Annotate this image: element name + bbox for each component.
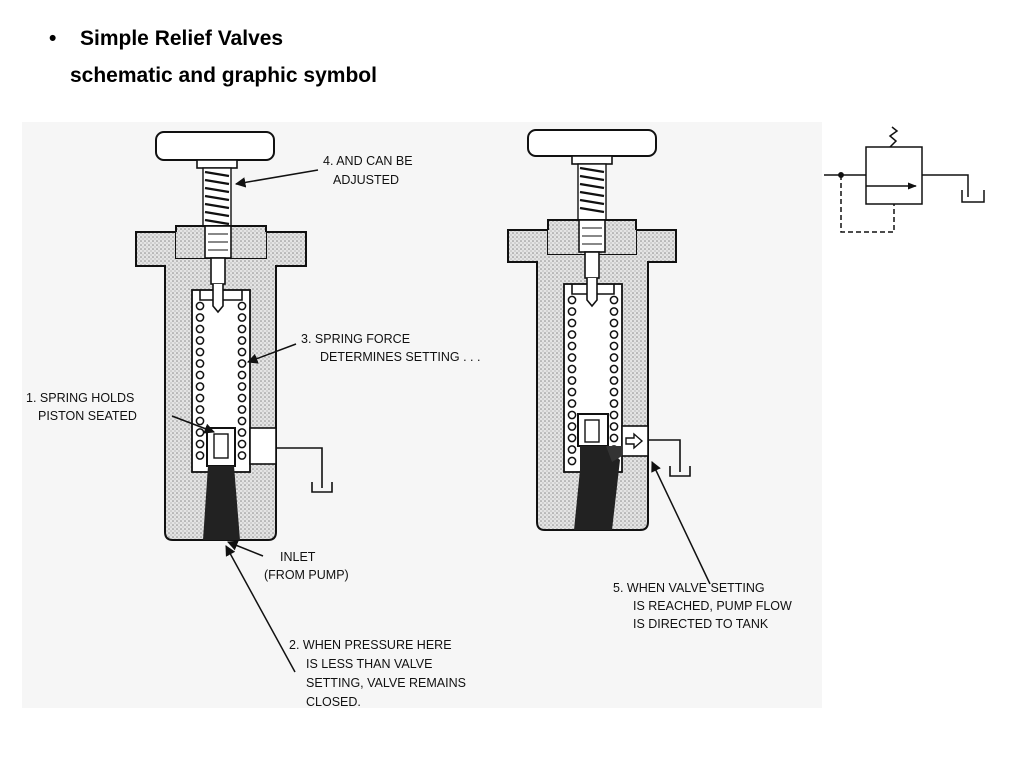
spring-coil [237,347,247,357]
label-inlet-line1: INLET [280,550,316,564]
spring-coil [567,307,577,316]
spring-coil [195,336,205,345]
label-2-line4: CLOSED. [306,695,361,709]
spring-coil [567,422,577,431]
callout-labels: 4. AND CAN BE ADJUSTED 3. SPRING FORCE D… [26,154,792,709]
spring-coil [609,341,619,351]
label-inlet-line2: (FROM PUMP) [264,568,349,582]
spring-coil [609,376,619,385]
label-2-line2: IS LESS THAN VALVE [306,657,432,671]
spring-coil [237,416,247,426]
spring-coil [609,307,619,316]
spring-coil [567,410,577,420]
label-2-line3: SETTING, VALVE REMAINS [306,676,466,690]
spring-coil [567,433,577,443]
spring-coil [195,451,205,460]
slide-subtitle: schematic and graphic symbol [70,64,377,87]
spring-coil [237,439,247,449]
spring-coil [195,359,205,368]
left-valve [135,131,333,541]
spring-coil [237,451,247,460]
spring-coil [609,399,619,408]
flow-arrow-icon [625,432,644,450]
spring-coil [195,405,205,414]
spring-coil [567,399,577,408]
right-valve-knob [527,129,657,157]
label-3-line2: DETERMINES SETTING . . . [320,350,480,364]
spring-coil [237,370,247,380]
left-tank-symbol [311,482,333,493]
spring-coil [237,428,247,437]
leader-lines [171,169,711,673]
spring-coil [567,295,577,305]
label-4-line1: 4. AND CAN BE [323,154,413,168]
label-1-line1: 1. SPRING HOLDS [26,391,134,405]
spring-coil [237,324,247,334]
spring-coil [609,353,619,362]
spring-coil [195,313,205,322]
spring-coil [195,347,205,357]
spring-coil [195,370,205,380]
spring-coil [237,382,247,391]
spring-coil [237,359,247,368]
spring-coil [609,330,619,339]
spring-coil [237,301,247,311]
spring-coil [195,301,205,311]
right-valve-flow-passage [574,446,620,530]
left-valve-knob [155,131,275,161]
spring-coil [195,382,205,391]
right-tank-symbol [669,466,691,477]
spring-coil [195,428,205,437]
spring-coil [237,313,247,322]
spring-coil [567,456,577,466]
spring-coil [609,422,619,431]
slide-title: Simple Relief Valves [80,27,284,50]
spring-coil [567,445,577,454]
label-1-line2: PISTON SEATED [38,409,137,423]
relief-valve-graphic-symbol [824,126,985,233]
spring-coil [195,393,205,403]
spring-coil [609,410,619,420]
spring-coil [609,364,619,374]
spring-coil [567,387,577,397]
symbol-tank-icon [961,190,985,203]
spring-coil [609,433,619,443]
spring-coil [567,330,577,339]
spring-coil [567,318,577,328]
spring-coil [237,405,247,414]
spring-coil [237,336,247,345]
spring-zigzag-icon [888,126,899,148]
spring-coil [609,295,619,305]
spring-coil [237,393,247,403]
spring-coil [195,439,205,449]
right-valve [507,129,691,531]
spring-coil [195,324,205,334]
spring-coil [567,376,577,385]
spring-coil [609,387,619,397]
scanned-figure-background [22,122,822,708]
label-3-line1: 3. SPRING FORCE [301,332,410,346]
bullet-glyph: • [49,27,57,50]
spring-coil [567,353,577,362]
spring-coil [567,341,577,351]
label-4-line2: ADJUSTED [333,173,399,187]
label-5-line2: IS REACHED, PUMP FLOW [633,599,792,613]
label-2-line1: 2. WHEN PRESSURE HERE [289,638,452,652]
left-valve-inlet-passage [203,466,240,540]
spring-coil [567,364,577,374]
label-5-line1: 5. WHEN VALVE SETTING [613,581,765,595]
label-5-line3: IS DIRECTED TO TANK [633,617,769,631]
spring-coil [195,416,205,426]
spring-coil [609,318,619,328]
left-valve-main-spring [195,301,247,460]
